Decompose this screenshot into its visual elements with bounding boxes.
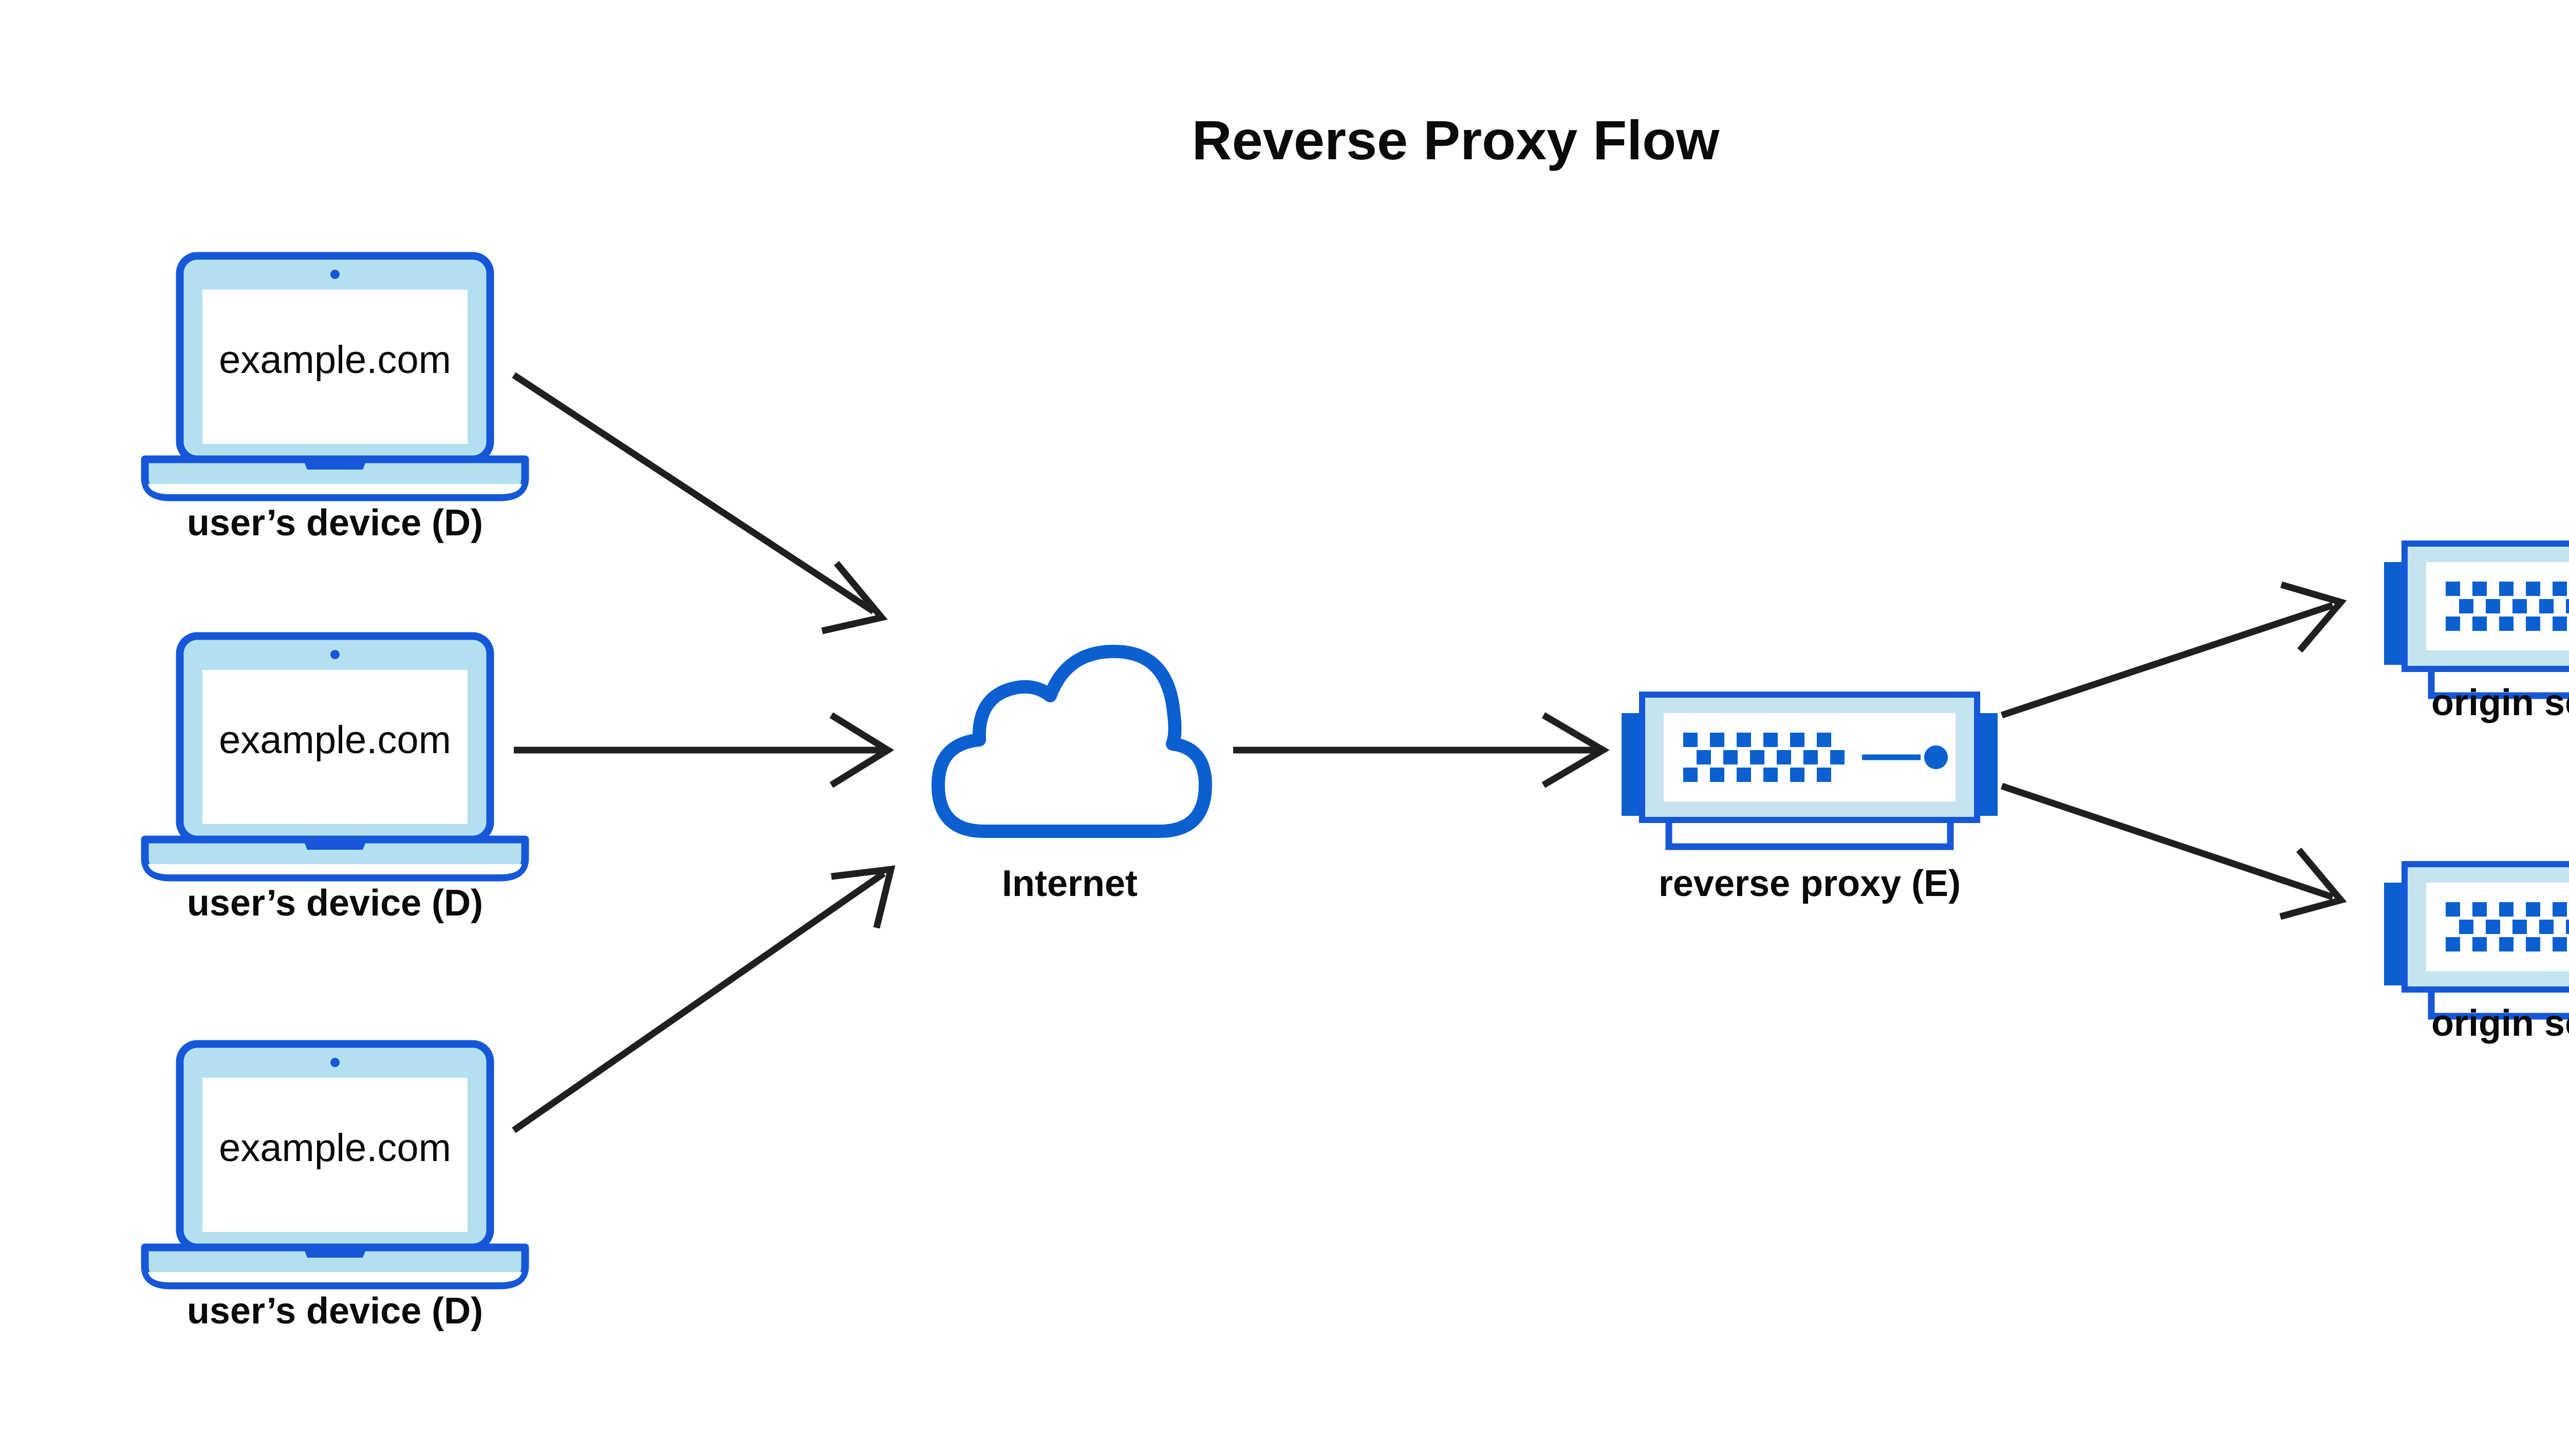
edge-internet-to-proxy: [1233, 712, 1610, 788]
node-label-client-middle: user’s device (D): [187, 883, 483, 924]
server-icon: [2384, 864, 2569, 1016]
edge-client-bottom-to-internet: [512, 865, 896, 1133]
node-label-origin-top: origin server (F): [2431, 682, 2569, 723]
laptop-screen-text: example.com: [219, 338, 451, 382]
node-client-bottom[interactable]: example.com user’s device (D): [145, 1044, 525, 1332]
node-label-origin-bottom: origin server (F): [2431, 1003, 2569, 1044]
server-icon: [1622, 695, 1998, 847]
edge-proxy-to-origin-bottom: [2000, 782, 2347, 920]
edge-client-middle-to-internet: [514, 712, 895, 788]
edges-layer: [512, 372, 2347, 1133]
edge-client-top-to-internet: [512, 372, 888, 634]
cloud-icon: [938, 651, 1205, 831]
node-client-top[interactable]: example.com user’s device (D): [145, 256, 525, 544]
node-internet[interactable]: Internet: [938, 651, 1205, 904]
server-icon: [2384, 544, 2569, 696]
edge-proxy-to-origin-top: [2000, 581, 2347, 719]
node-label-client-bottom: user’s device (D): [187, 1291, 483, 1332]
node-origin-top[interactable]: origin server (F): [2384, 544, 2569, 723]
page-title: Reverse Proxy Flow: [1192, 109, 1720, 171]
node-label-reverse-proxy: reverse proxy (E): [1659, 863, 1961, 904]
node-label-client-top: user’s device (D): [187, 502, 483, 544]
node-reverse-proxy[interactable]: reverse proxy (E): [1622, 695, 1998, 904]
node-client-middle[interactable]: example.com user’s device (D): [145, 636, 525, 924]
node-label-internet: Internet: [1002, 863, 1138, 904]
laptop-screen-text: example.com: [219, 718, 451, 762]
node-origin-bottom[interactable]: origin server (F): [2384, 864, 2569, 1044]
laptop-screen-text: example.com: [219, 1126, 451, 1170]
